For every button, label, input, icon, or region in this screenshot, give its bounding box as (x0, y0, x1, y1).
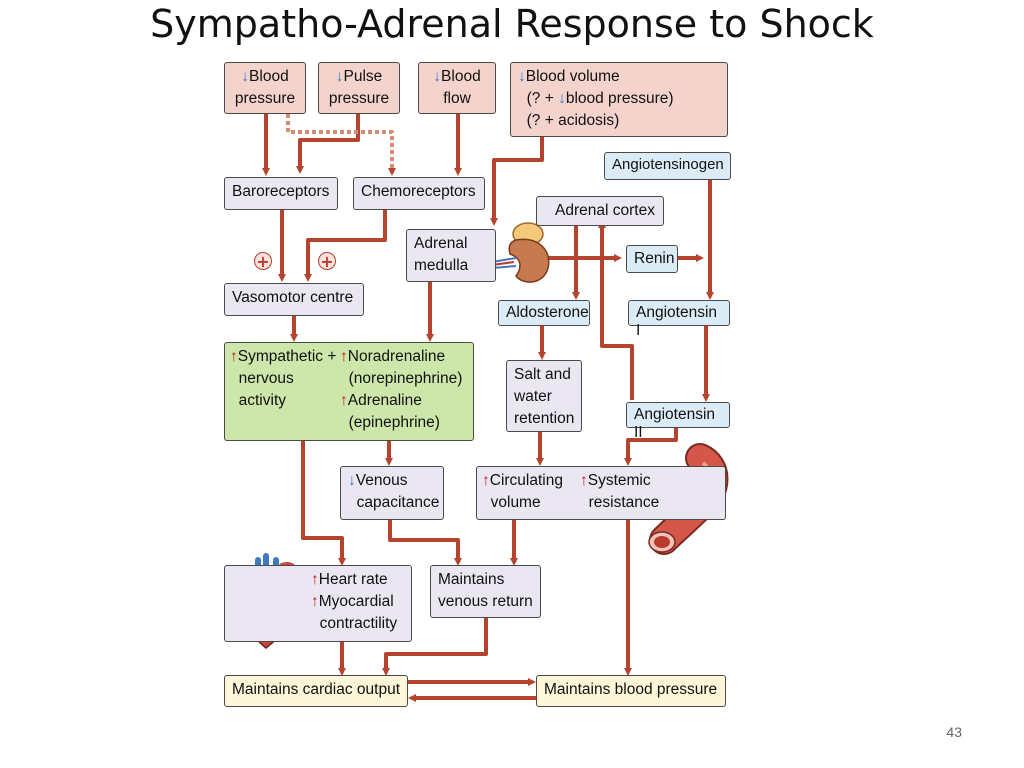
maintains-bp-box: Maintains blood pressure (536, 675, 726, 707)
arrow-symp-heart (301, 441, 346, 566)
arrow-volume-medulla (490, 137, 544, 226)
plus-sign-chemo: + (318, 252, 336, 270)
angiotensin-2-box: Angiotensin II (626, 402, 730, 441)
arrow-return-co (382, 618, 488, 676)
blood-volume-box: ↓Blood volume (? + ↓blood pressure) (? +… (510, 62, 728, 137)
plus-sign-baro: + (254, 252, 272, 270)
venous-capacitance-box: ↓Venous capacitance (340, 466, 444, 520)
aldosterone-box: Aldosterone (498, 300, 590, 326)
sympathetic-activity-box: ↑Sympathetic + nervous activity ↑Noradre… (224, 342, 474, 441)
arrow-bp-chemo-dashed (286, 114, 396, 176)
arrow-pulse-chemo (296, 114, 360, 174)
page-title: Sympatho-Adrenal Response to Shock (150, 2, 874, 46)
cardiac-output-box: Maintains cardiac output (224, 675, 408, 707)
circulating-volume-resistance-box: ↑Circulating volume ↑Systemic resistance (476, 466, 726, 520)
baroreceptors-box: Baroreceptors (224, 177, 338, 210)
angiotensinogen-box: Angiotensinogen (604, 152, 731, 180)
blood-flow-box: ↓Blood flow (418, 62, 496, 114)
blood-pressure-box: ↓Blood pressure (224, 62, 306, 114)
arrow-venous-return (388, 520, 462, 566)
vasomotor-centre-box: Vasomotor centre (224, 283, 364, 316)
adrenal-cortex-box: Adrenal cortex (536, 196, 664, 226)
arrow-chemo-vaso (304, 210, 387, 282)
angiotensin-1-box: Angiotensin I (628, 300, 730, 339)
page-number: 43 (946, 724, 962, 740)
heart-rate-box: ↑Heart rate ↑Myocardial contractility (224, 565, 412, 642)
pulse-pressure-box: ↓Pulse pressure (318, 62, 400, 114)
arrow-a2-resist (624, 428, 678, 466)
renin-box: Renin (626, 245, 678, 273)
kidney-icon (491, 222, 550, 283)
chemoreceptors-box: Chemoreceptors (353, 177, 485, 210)
arrow-a2-cortex (598, 220, 634, 400)
